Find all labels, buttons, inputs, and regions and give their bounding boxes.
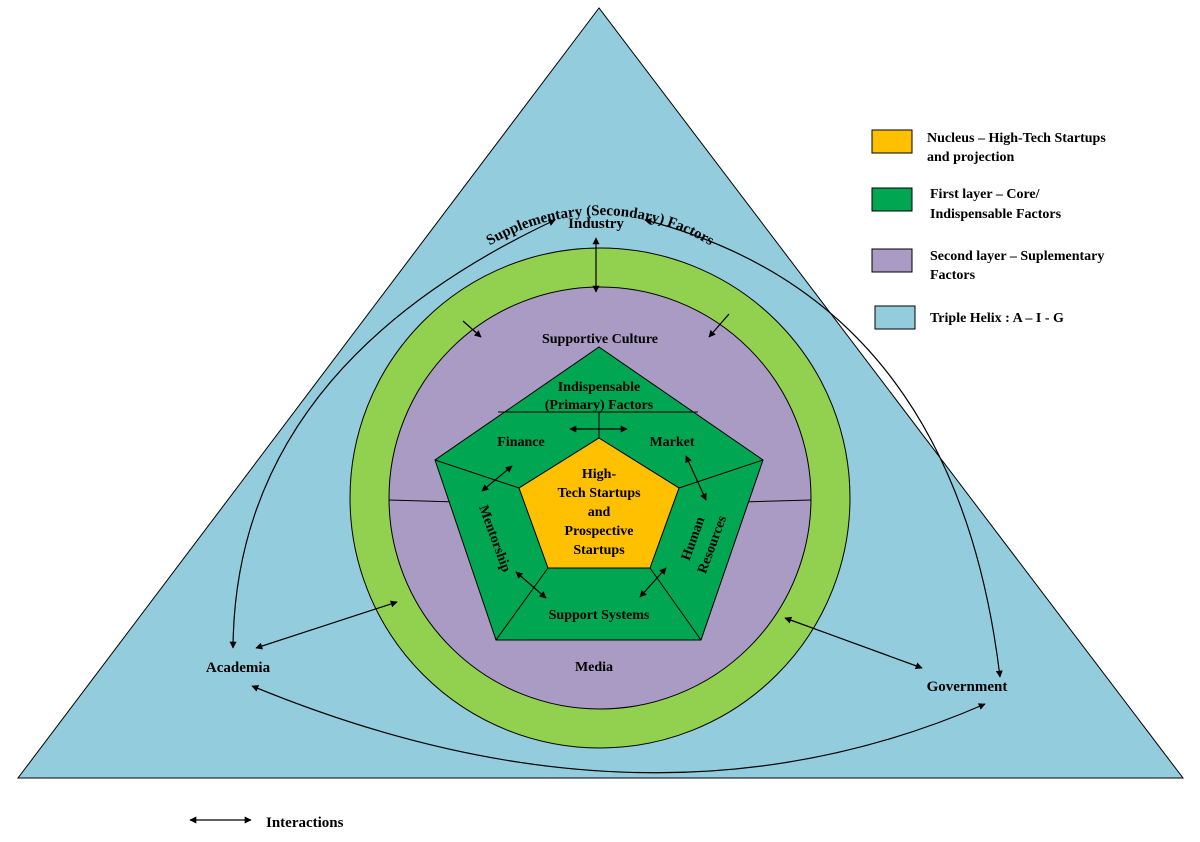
arrow-ring-left-in <box>462 320 482 338</box>
support-systems-label: Support Systems <box>549 608 650 623</box>
industry-label: Industry <box>568 216 624 232</box>
arrow-finance-mentorship <box>481 465 513 492</box>
nucleus-line4: Prospective <box>565 524 634 539</box>
legend-label-nucleus-line2: and projection <box>927 150 1014 165</box>
media-label: Media <box>575 660 613 675</box>
legend-swatch-triple-helix <box>874 305 916 330</box>
arrow-market-hr <box>685 455 707 501</box>
government-label: Government <box>927 679 1008 695</box>
primary-factors-title-line2: (Primary) Factors <box>545 398 654 413</box>
arrow-ring-right-in <box>708 313 730 338</box>
legend-label-triple-helix: Triple Helix : A – I - G <box>930 311 1064 326</box>
nucleus-line1: High- <box>582 467 617 482</box>
arrow-industry-academia <box>229 219 556 649</box>
arrow-academia-government <box>251 685 986 774</box>
arrow-industry-government <box>644 218 1003 678</box>
primary-factors-title-line1: Indispensable <box>558 380 640 395</box>
legend-label-first-layer-line2: Indispensable Factors <box>930 207 1062 222</box>
market-label: Market <box>649 435 694 450</box>
legend-swatch-first-layer <box>871 187 913 212</box>
interaction-arrows <box>229 218 1003 774</box>
academia-label: Academia <box>206 660 271 676</box>
arrow-mentorship-support <box>515 571 547 599</box>
legend-label-second-layer-line1: Second layer – Suplementary <box>930 249 1104 264</box>
supportive-culture-label: Supportive Culture <box>542 332 658 347</box>
legend-swatch-second-layer <box>871 248 913 273</box>
legend-label-first-layer-line1: First layer – Core/ <box>930 187 1041 202</box>
finance-label: Finance <box>497 435 544 450</box>
legend-swatch-nucleus <box>871 129 913 154</box>
nucleus-line3: and <box>588 505 611 520</box>
interactions-key-label: Interactions <box>266 815 344 831</box>
arrow-academia-ring <box>255 600 398 650</box>
arrow-government-ring <box>784 616 923 670</box>
nucleus-line2: Tech Startups <box>557 486 641 501</box>
legend-label-nucleus-line1: Nucleus – High-Tech Startups <box>927 131 1106 146</box>
arrow-hr-support <box>639 567 667 598</box>
legend: Nucleus – High-Tech Startups and project… <box>871 129 1106 330</box>
nucleus-line5: Startups <box>573 543 625 558</box>
legend-label-second-layer-line2: Factors <box>930 268 976 283</box>
